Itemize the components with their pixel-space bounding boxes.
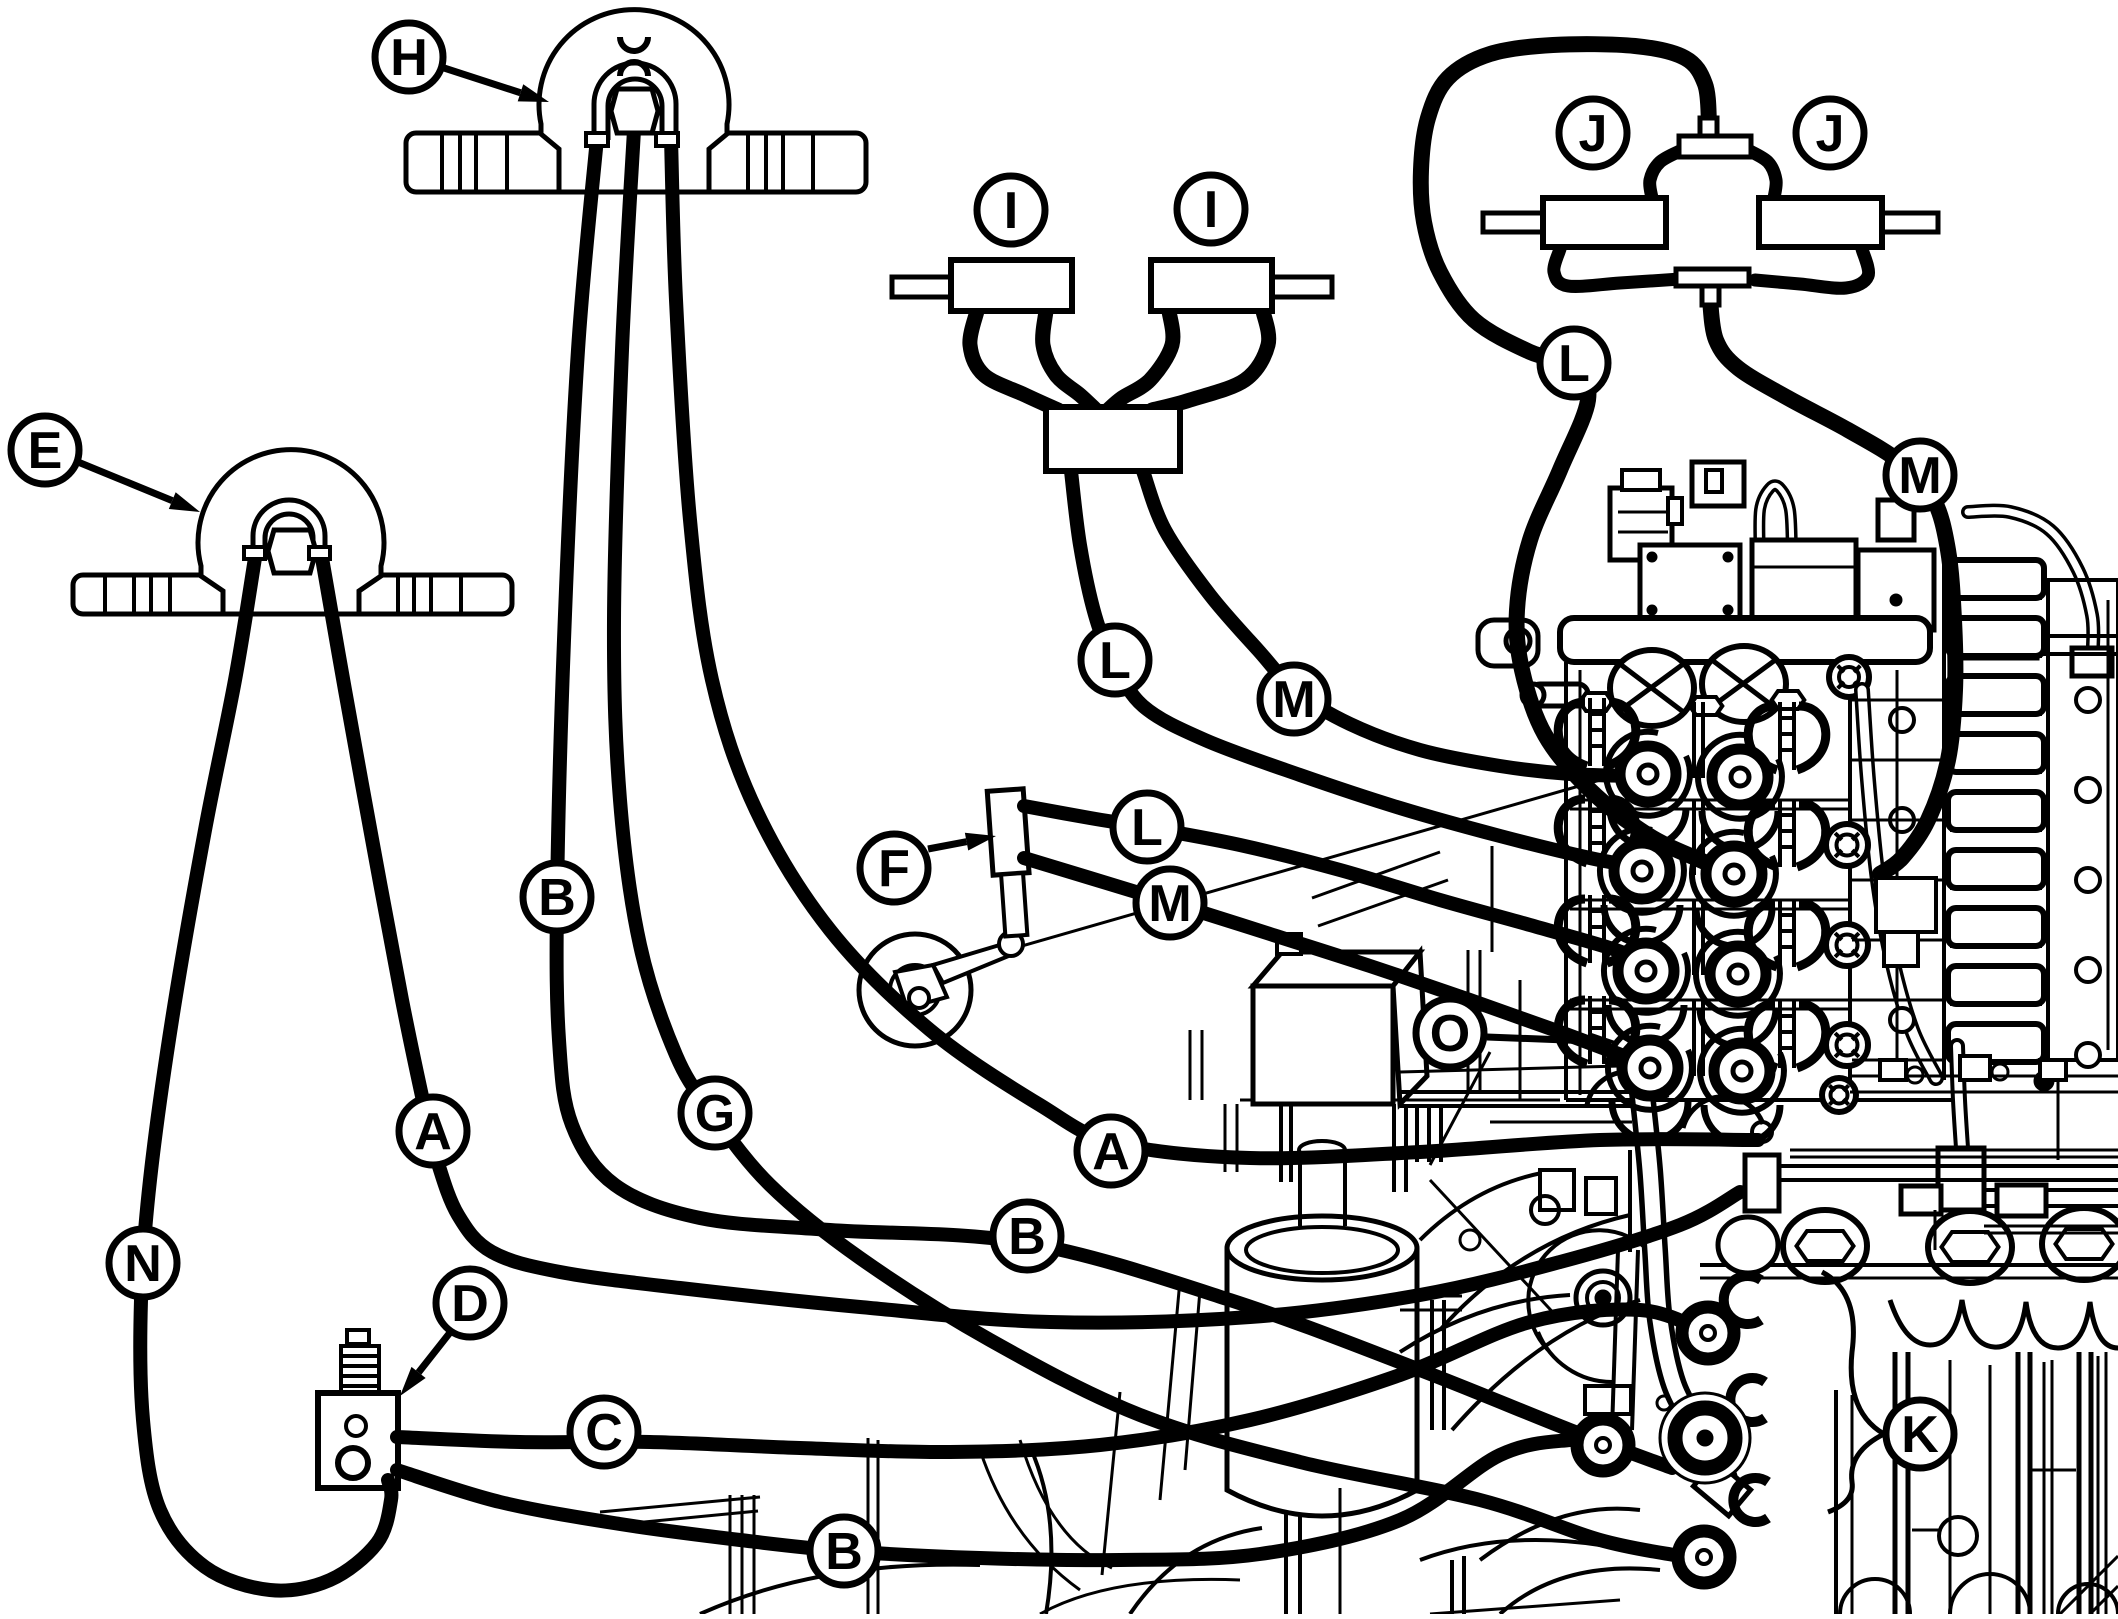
svg-text:I: I [1004,182,1018,240]
svg-text:O: O [1430,1005,1470,1063]
svg-text:I: I [1204,181,1218,239]
svg-text:B: B [1008,1208,1046,1266]
svg-text:D: D [451,1275,489,1333]
svg-text:F: F [878,840,910,898]
svg-text:J: J [1579,105,1608,163]
svg-text:E: E [28,422,63,480]
svg-text:K: K [1901,1406,1939,1464]
svg-text:J: J [1816,105,1845,163]
svg-text:H: H [390,29,428,87]
svg-text:L: L [1099,632,1131,690]
svg-text:A: A [1092,1123,1130,1181]
svg-text:B: B [538,869,576,927]
svg-text:A: A [414,1103,452,1161]
svg-text:L: L [1558,335,1590,393]
svg-text:M: M [1898,447,1941,505]
svg-text:M: M [1148,875,1191,933]
svg-text:M: M [1272,671,1315,729]
svg-text:N: N [124,1235,162,1293]
svg-text:B: B [825,1523,863,1581]
svg-text:G: G [695,1085,735,1143]
svg-text:L: L [1131,799,1163,857]
svg-text:C: C [585,1404,623,1462]
